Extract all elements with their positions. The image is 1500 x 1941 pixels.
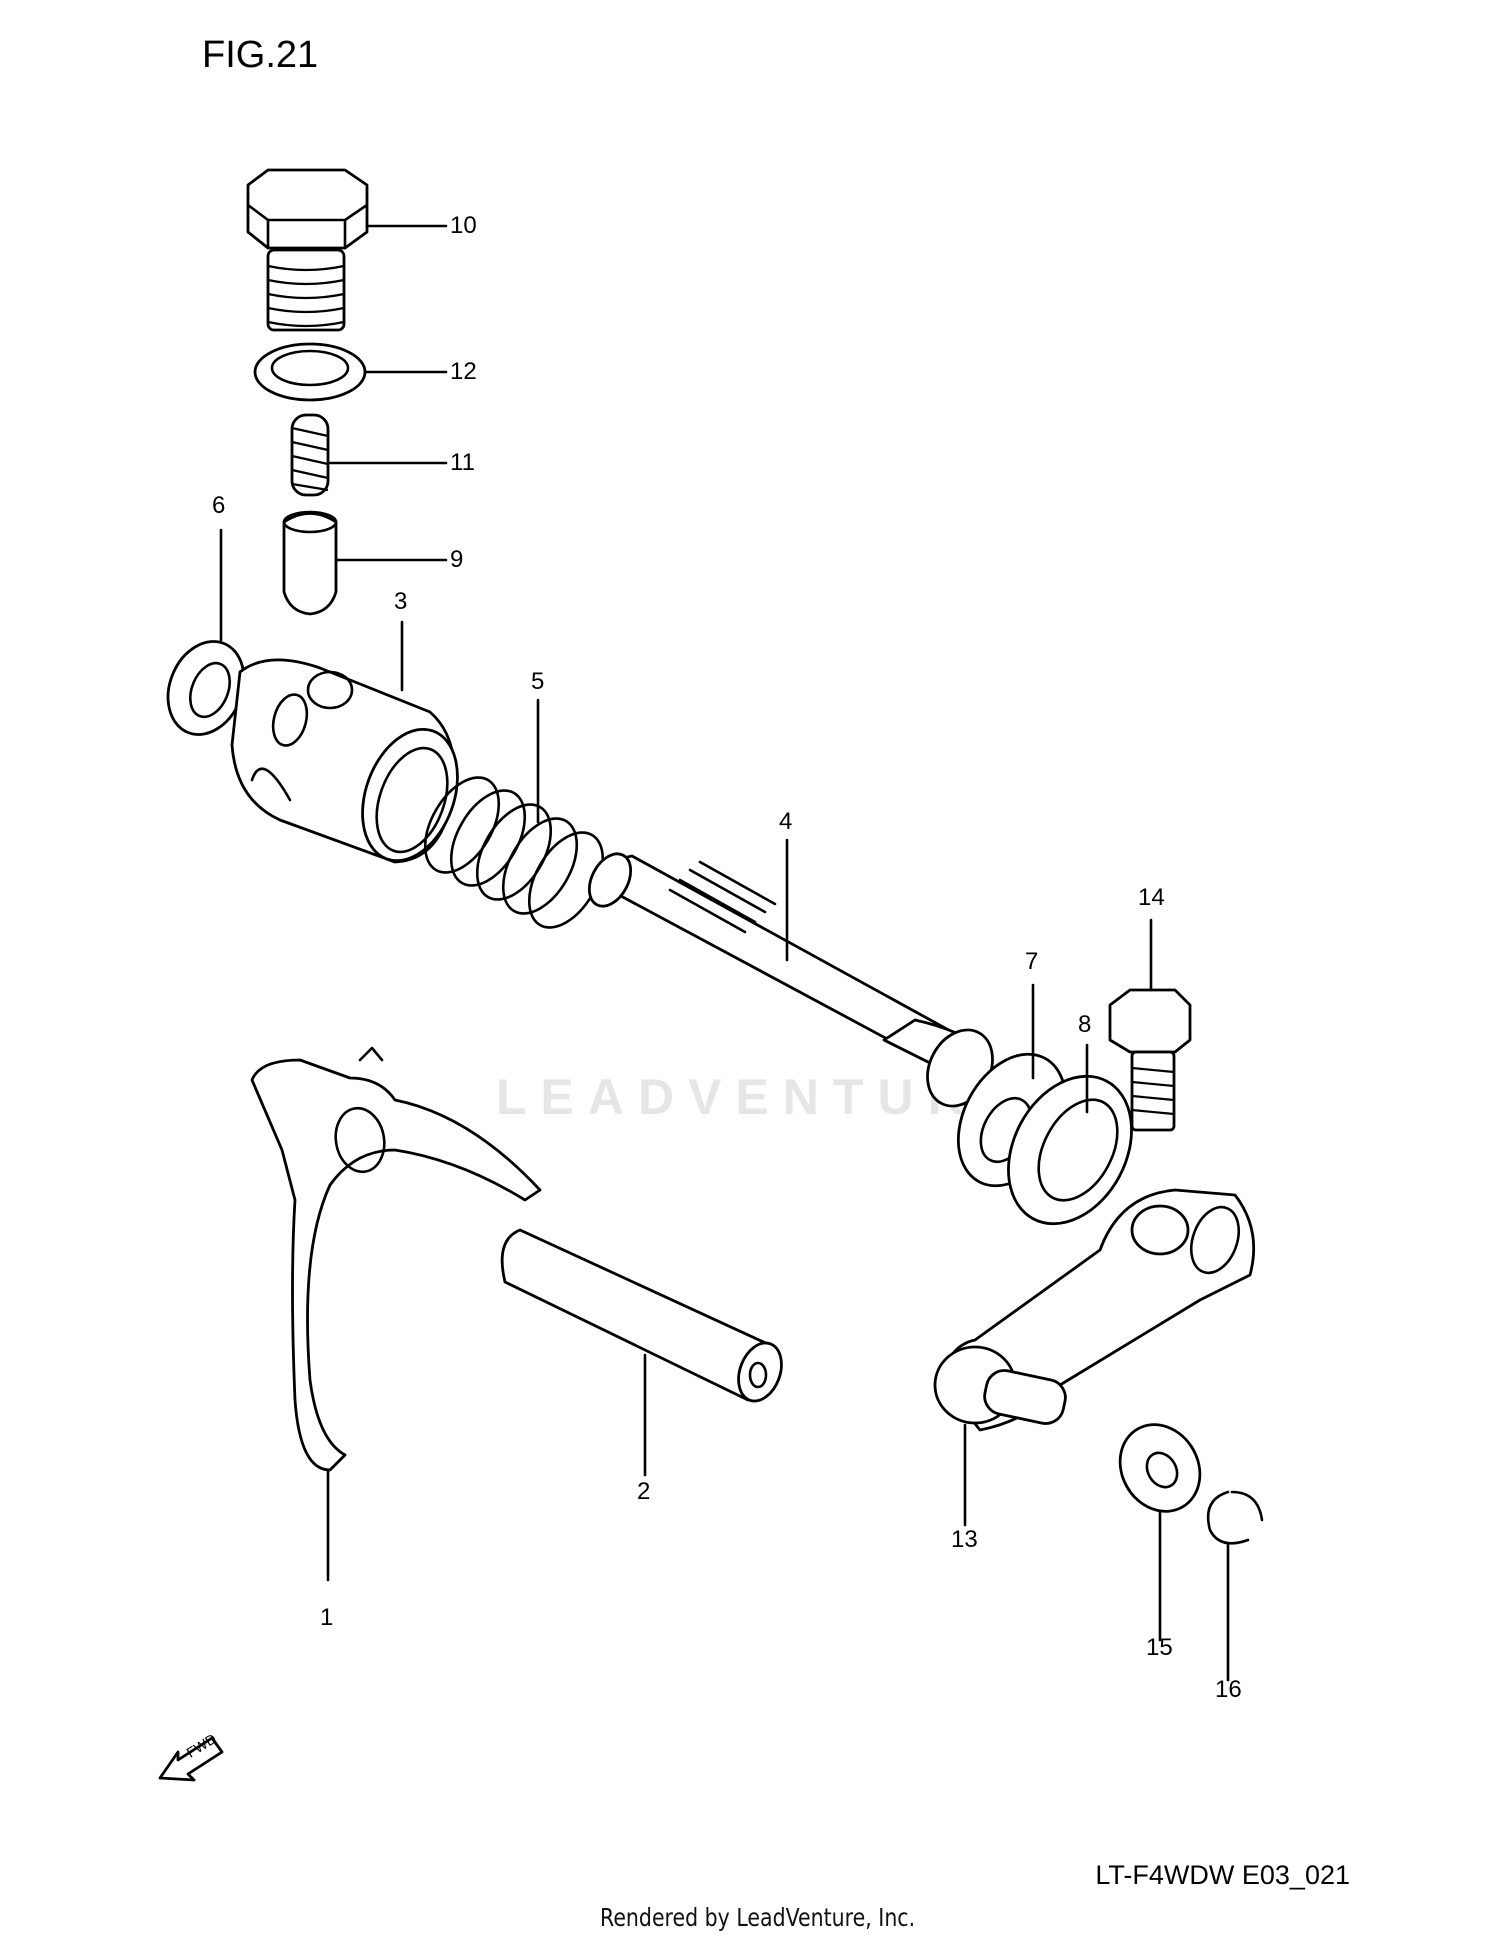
part-1-shift-fork[interactable]: [250, 1046, 542, 1472]
callout-12: 12: [450, 358, 477, 385]
part-3-shift-cam[interactable]: [230, 658, 475, 874]
part-11-spring[interactable]: [290, 413, 330, 497]
diagram-code: LT-F4WDW E03_021: [1095, 1860, 1350, 1890]
callout-16: 16: [1215, 1676, 1242, 1703]
part-12-washer[interactable]: [253, 342, 367, 402]
part-15-washer[interactable]: [1105, 1410, 1216, 1526]
part-14-bolt[interactable]: [1108, 988, 1192, 1132]
figure-title: FIG.21: [202, 34, 319, 76]
callout-10: 10: [450, 212, 477, 239]
callout-1: 1: [320, 1604, 334, 1631]
part-2-shaft[interactable]: [500, 1228, 789, 1407]
fwd-arrow-icon: [158, 1736, 224, 1782]
part-8-oil-seal[interactable]: [984, 1055, 1156, 1245]
credit-text: Rendered by LeadVenture, Inc.: [600, 1903, 916, 1932]
part-13-shift-arm[interactable]: [933, 1188, 1256, 1432]
callout-6: 6: [212, 492, 226, 519]
part-4-shift-shaft[interactable]: [581, 847, 1005, 1118]
callout-14: 14: [1138, 884, 1165, 911]
callout-8: 8: [1078, 1011, 1092, 1038]
watermark: LEADVENTURE: [496, 1069, 1026, 1125]
callout-9: 9: [450, 546, 464, 573]
callout-13: 13: [951, 1526, 978, 1553]
callout-11: 11: [450, 449, 475, 476]
callout-2: 2: [637, 1478, 651, 1505]
callout-5: 5: [531, 668, 545, 695]
part-10-hex-bolt[interactable]: [246, 168, 369, 332]
leader-lines: [219, 224, 1230, 1682]
callout-7: 7: [1025, 948, 1039, 975]
part-16-e-clip[interactable]: [1206, 1490, 1264, 1545]
callout-3: 3: [394, 588, 408, 615]
part-9-detent-pin[interactable]: [282, 510, 338, 616]
callout-4: 4: [779, 808, 793, 835]
callout-15: 15: [1146, 1634, 1173, 1661]
